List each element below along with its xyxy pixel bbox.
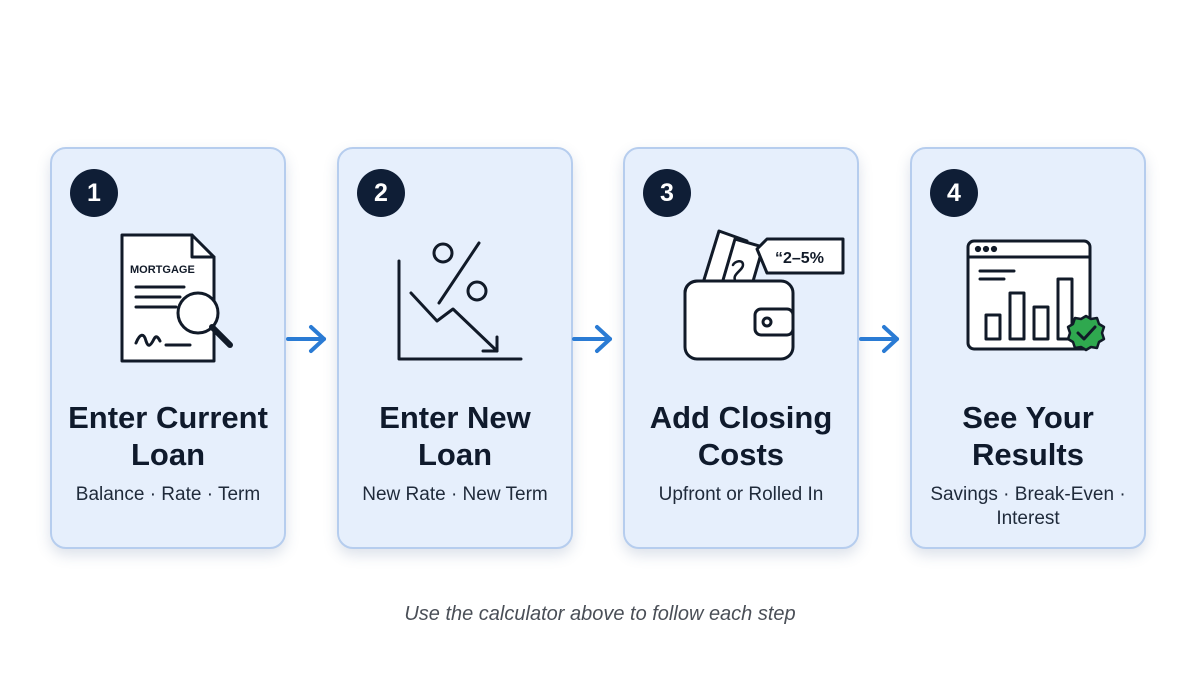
arrow-right-icon (286, 325, 326, 353)
wallet-cash-tag-icon: “2–5% (683, 229, 845, 361)
footer-caption: Use the calculator above to follow each … (404, 603, 796, 625)
mortgage-document-magnifier-icon: MORTGAGE (120, 233, 233, 363)
step-card-1: 1 MORTGAGE Enter Current Loan Balance · … (50, 147, 286, 549)
browser-bar-chart-check-icon (966, 239, 1106, 352)
percent-downtrend-chart-icon (397, 241, 523, 361)
step-number-badge: 4 (930, 169, 978, 217)
step-title: Enter Current Loan (68, 400, 268, 472)
document-label: MORTGAGE (130, 264, 195, 276)
step-subtitle: New Rate · New Term (362, 484, 548, 505)
step-subtitle: Savings · Break-Even · Interest (930, 484, 1126, 529)
step-number-badge: 1 (70, 169, 118, 217)
step-card-4: 4 See Your Results Savings · Break-Even … (910, 147, 1146, 549)
arrow-right-icon (572, 325, 612, 353)
step-subtitle: Balance · Rate · Term (75, 484, 261, 505)
arrow-right-icon (859, 325, 899, 353)
step-subtitle: Upfront or Rolled In (658, 484, 824, 505)
closing-cost-tag-label: “2–5% (775, 250, 824, 267)
step-title: See Your Results (962, 400, 1094, 472)
step-card-3: 3 “2–5% Add Closing Costs Upfront or Rol… (623, 147, 859, 549)
step-number-badge: 2 (357, 169, 405, 217)
step-card-2: 2 Enter New Loan New Rate · New Term (337, 147, 573, 549)
step-title: Enter New Loan (379, 400, 531, 472)
step-number-badge: 3 (643, 169, 691, 217)
step-title: Add Closing Costs (649, 400, 833, 472)
